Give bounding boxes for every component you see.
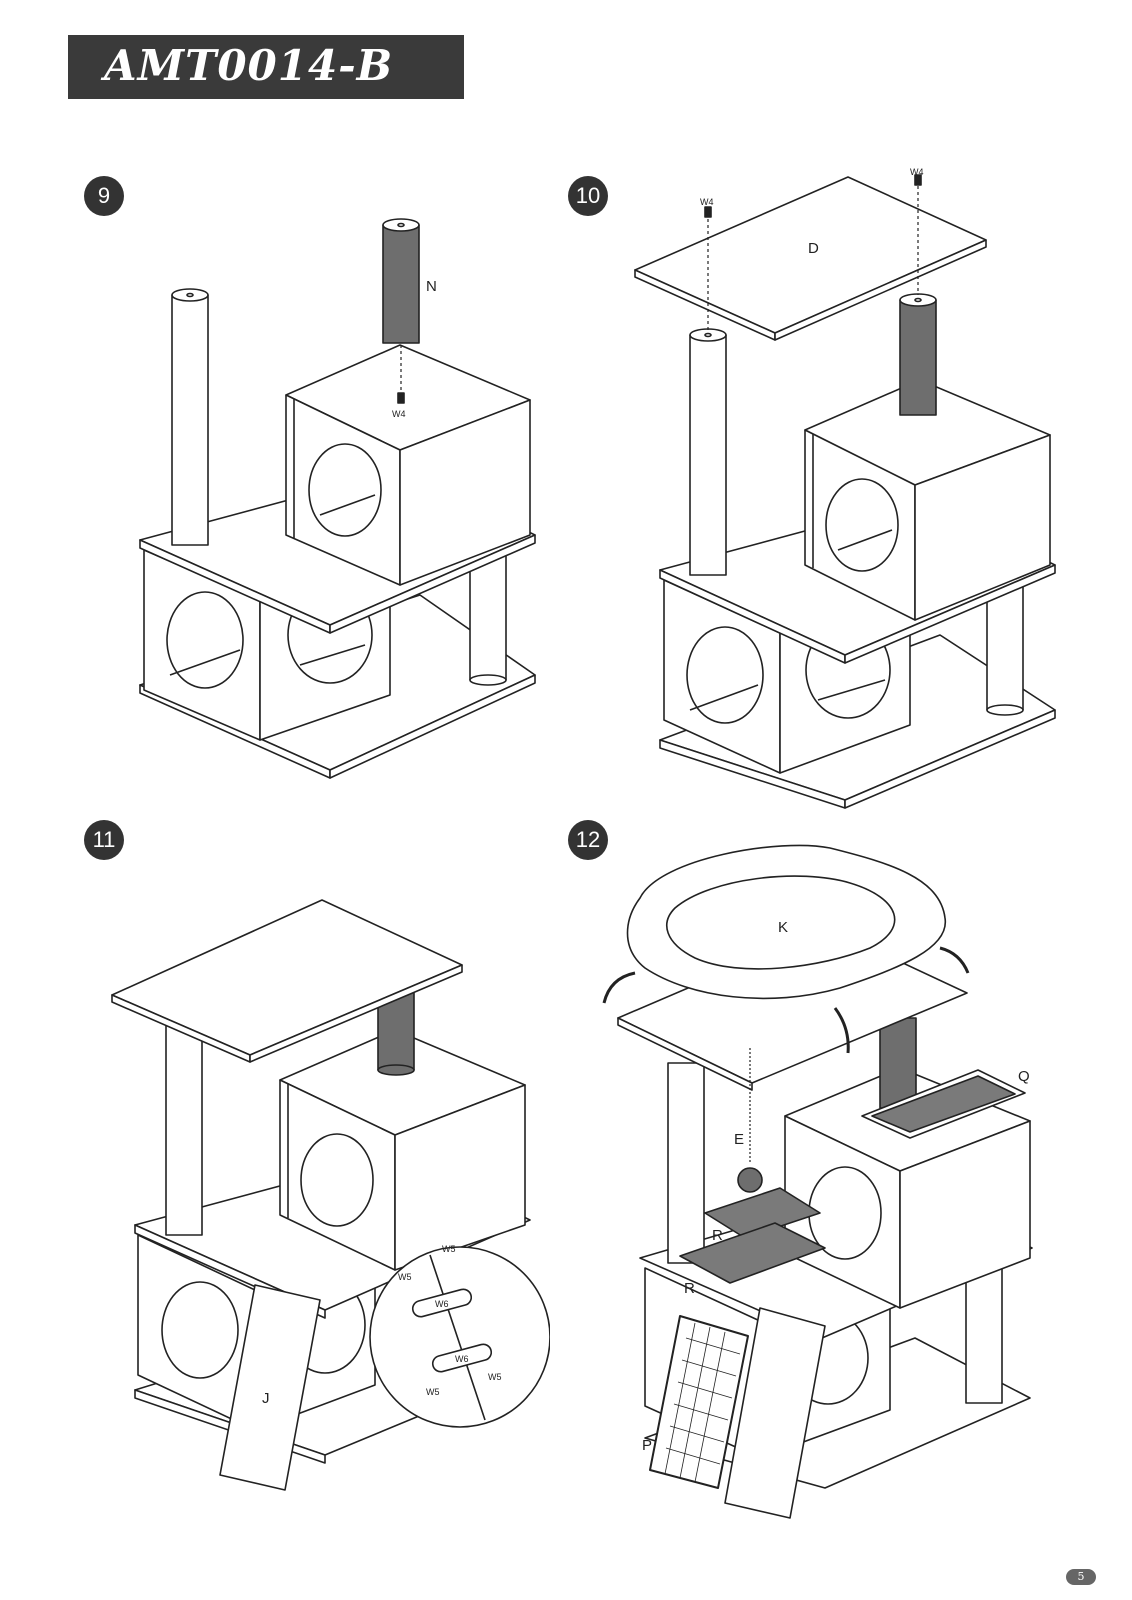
upper-cube-side	[914, 434, 1051, 621]
upper-cube-side	[899, 1120, 1031, 1309]
label-w4-right: W4	[910, 167, 924, 177]
label-w4: W4	[392, 409, 406, 419]
step-12-illustration: K E Q R R P	[600, 838, 1050, 1538]
upper-cube-side	[394, 1084, 526, 1271]
step-10-illustration: D W4 W4	[630, 165, 1070, 815]
label-w5-a: W5	[398, 1272, 412, 1282]
label-k: K	[778, 919, 788, 936]
label-w5-c: W5	[426, 1387, 440, 1397]
page-number: 5	[1066, 1569, 1096, 1585]
step-12-badge: 12	[568, 820, 608, 860]
detail-circle	[369, 1246, 550, 1428]
label-n: N	[426, 278, 437, 295]
label-d: D	[808, 240, 819, 257]
tall-post	[667, 1062, 705, 1264]
label-j: J	[262, 1390, 270, 1407]
label-r-mid: R	[712, 1227, 723, 1244]
label-p: P	[642, 1437, 652, 1454]
step-9-illustration: N W4	[130, 205, 550, 785]
tall-post	[689, 334, 727, 576]
label-w5-d: W5	[488, 1372, 502, 1382]
ramp-j	[724, 1307, 826, 1519]
toy-e-ball	[737, 1167, 763, 1193]
ladder-grid	[664, 1322, 741, 1483]
label-w4-left: W4	[700, 197, 714, 207]
pad-r-low	[679, 1222, 826, 1284]
header-bar: AMT0014-B	[68, 35, 464, 99]
tall-post	[165, 1019, 203, 1236]
label-e: E	[734, 1131, 744, 1148]
label-w5-b: W5	[442, 1244, 456, 1254]
label-q: Q	[1018, 1068, 1030, 1085]
label-w6-b: W6	[455, 1354, 469, 1364]
step-10-badge: 10	[568, 176, 608, 216]
rear-post	[469, 554, 507, 681]
rear-post	[965, 1267, 1003, 1404]
upper-cube-side	[399, 399, 531, 586]
tall-post	[171, 294, 209, 546]
post-n	[899, 299, 937, 416]
post-n	[382, 224, 420, 344]
step-9-badge: 9	[84, 176, 124, 216]
step-11-illustration: J W6 W6 W5 W5 W5 W5	[110, 895, 550, 1495]
label-w6-a: W6	[435, 1299, 449, 1309]
label-r-low: R	[684, 1280, 695, 1297]
ramp-j	[219, 1284, 321, 1491]
post-n	[879, 1017, 917, 1109]
pad-r-mid	[704, 1187, 821, 1239]
step-11-badge: 11	[84, 820, 124, 860]
ladder-p	[649, 1315, 749, 1489]
model-title: AMT0014-B	[104, 41, 394, 90]
